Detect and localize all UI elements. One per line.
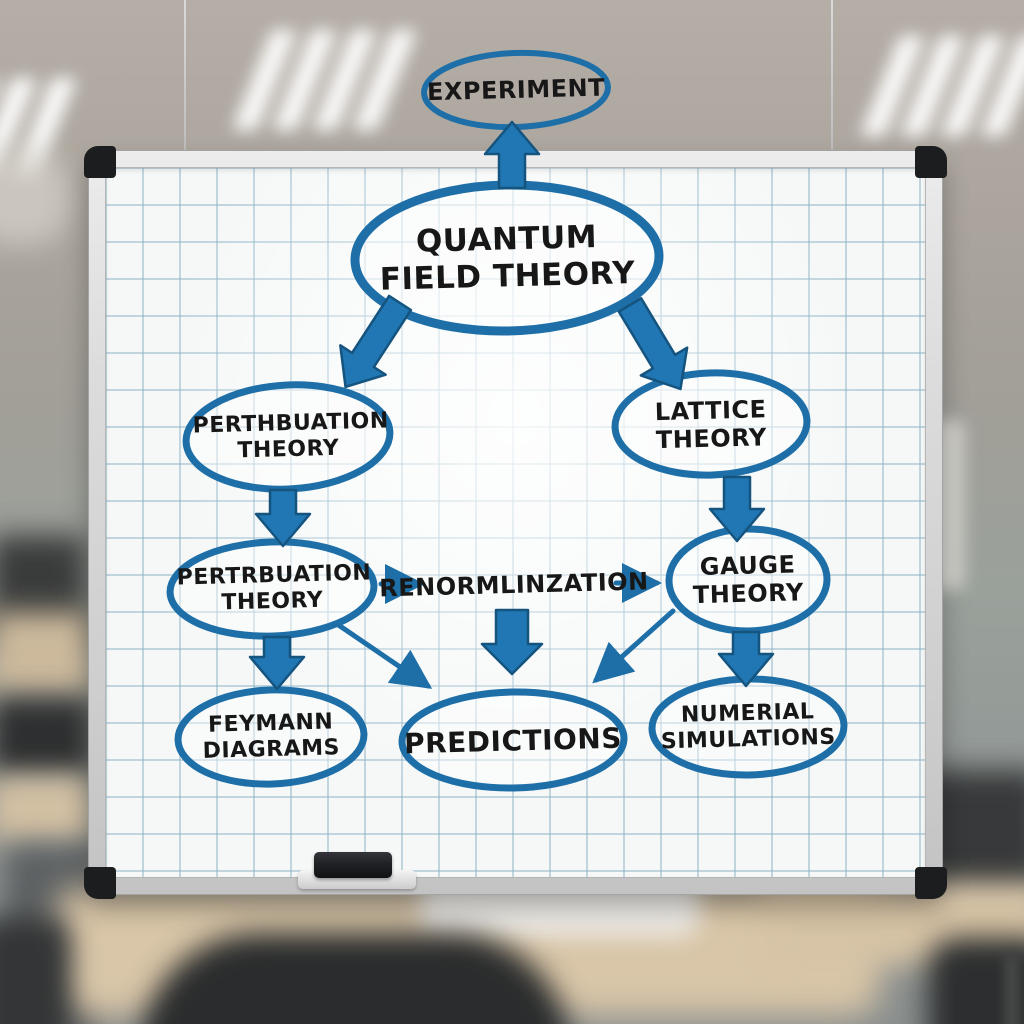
corner-cap-bottom-left: [84, 867, 116, 899]
corner-cap-top-right: [915, 146, 947, 178]
chair-center: [140, 933, 570, 1024]
hanging-wire-right: [831, 0, 833, 154]
node-label-quantum-field-theory: QUANTUM FIELD THEORY: [379, 219, 636, 298]
corner-cap-top-left: [84, 146, 116, 178]
table-left-upper: [0, 612, 92, 697]
node-ellipse-lattice-theory: [611, 369, 811, 479]
whiteboard: [84, 146, 947, 899]
wall-reflection: [0, 150, 70, 245]
node-label-experiment: EXPERIMENT: [426, 73, 606, 107]
node-label-numerical-simulations: NUMERIAL SIMULATIONS: [660, 699, 837, 755]
arrow-qft-to-perturbation: [339, 294, 413, 389]
node-label-gauge-theory: GAUGE THEORY: [692, 550, 805, 610]
arrow-board-to-experiment: [483, 120, 541, 190]
corner-cap-bottom-right: [915, 867, 947, 899]
shelf-dark-left-2: [0, 697, 92, 777]
arrow-gauge-to-predictions: [592, 608, 676, 684]
node-label-perturbation-upper: PERTHBUATION THEORY: [192, 408, 390, 464]
node-ellipse-predictions: [398, 688, 628, 792]
table-leg-right: [1005, 955, 1019, 1024]
arrow-perturbation-to-feynman: [248, 635, 306, 691]
node-label-predictions: PREDICTIONS: [403, 721, 623, 761]
arrow-perturbation-to-predictions: [334, 621, 433, 689]
arrow-qft-to-lattice: [617, 297, 689, 391]
arrow-gauge-to-numerical: [717, 630, 775, 688]
node-label-feynman-diagrams: FEYMANN DIAGRAMS: [202, 709, 341, 764]
arrow-lattice-to-gauge: [708, 475, 766, 543]
arrow-renormalization-to-predictions: [480, 608, 544, 676]
node-ellipse-feynman-diagrams: [174, 686, 368, 788]
node-label-lattice-theory: LATTICE THEORY: [654, 395, 768, 455]
arrow-perturbation-down: [254, 488, 312, 548]
chair-left-small: [0, 918, 70, 1024]
whiteboard-eraser: [314, 852, 392, 878]
table-left-lower: [0, 777, 92, 842]
whiteboard-grid-surface: [105, 167, 926, 878]
node-label-perturbation-lower: PERTRBUATION THEORY: [176, 560, 372, 616]
hanging-wire-left: [184, 0, 186, 156]
